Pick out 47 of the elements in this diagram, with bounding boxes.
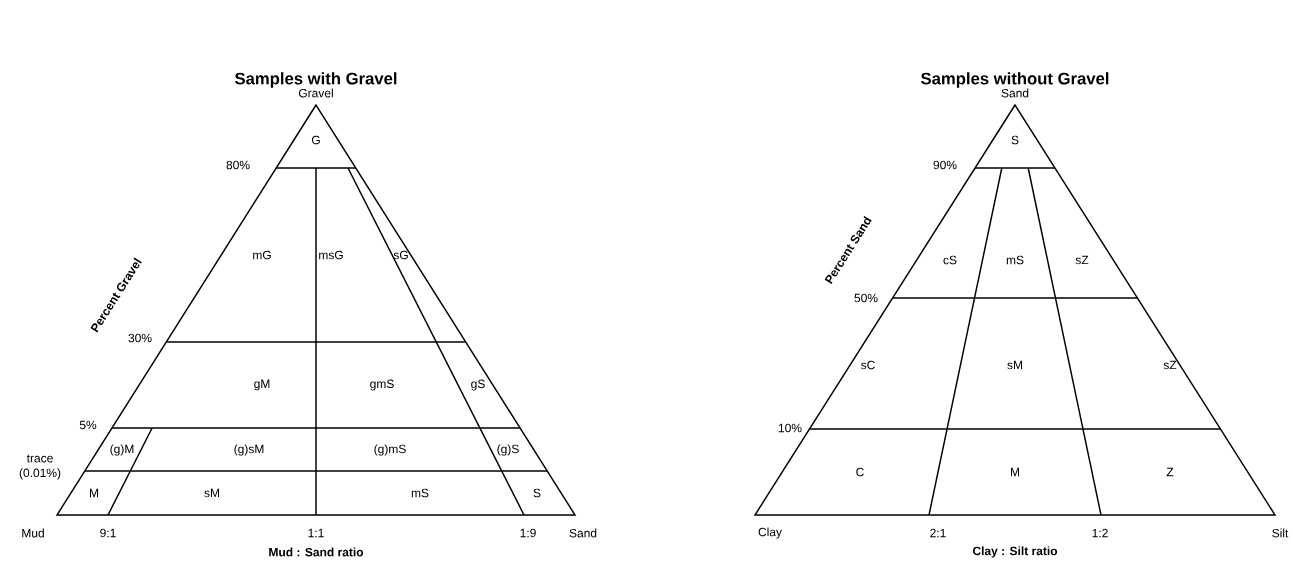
region-label: (g)S	[497, 444, 519, 456]
region-label: mS	[411, 488, 429, 498]
region-label: S	[533, 488, 541, 498]
percent-label: 80%	[226, 160, 250, 170]
region-label: (g)M	[110, 444, 134, 456]
ratio-label: 9:1	[100, 528, 116, 538]
region-label: M	[90, 488, 98, 498]
region-label: msG	[319, 250, 343, 260]
ratio-label: 2:1	[930, 528, 946, 538]
region-label: mG	[253, 250, 271, 260]
region-label: cS	[943, 255, 957, 265]
region-label: mS	[1006, 255, 1024, 265]
region-label: gM	[254, 379, 270, 391]
region-label: sC	[861, 360, 875, 370]
axis-title: Mud : Sand ratio	[269, 547, 364, 557]
region-label: G	[311, 135, 320, 145]
region-label: gS	[471, 379, 485, 391]
region-label: gmS	[370, 379, 394, 391]
region-label: S	[1011, 135, 1019, 145]
vertex-label: Silt	[1272, 528, 1289, 538]
ratio-label: 1:2	[1092, 528, 1108, 538]
percent-label: 10%	[778, 423, 802, 433]
region-label: Z	[1166, 467, 1174, 477]
region-label: (g)mS	[374, 444, 406, 456]
region-label: (g)sM	[234, 444, 264, 456]
region-label: sZ	[1163, 360, 1177, 370]
vertex-label: Gravel	[298, 88, 333, 98]
axis-title: Clay : Silt ratio	[972, 546, 1058, 558]
chart-title: Samples without Gravel	[921, 72, 1109, 88]
vertex-label: Mud	[22, 528, 44, 538]
percent-label: 5%	[79, 420, 97, 430]
vertex-label: Sand	[1001, 88, 1029, 98]
ratio-label: 1:1	[308, 528, 324, 538]
ratio-label: 1:9	[520, 528, 536, 538]
region-label: sG	[393, 250, 408, 260]
percent-label: 50%	[854, 293, 878, 303]
region-label: sZ	[1075, 255, 1089, 265]
percent-label: 30%	[128, 333, 152, 343]
chart-title: Samples with Gravel	[234, 72, 397, 88]
vertex-label: Sand	[569, 528, 597, 538]
region-label: sM	[204, 488, 219, 498]
region-label: C	[856, 467, 864, 477]
vertex-label: Clay	[758, 527, 782, 539]
region-label: sM	[1007, 360, 1022, 370]
region-label: M	[1011, 467, 1019, 477]
percent-label: trace (0.01%)	[19, 454, 61, 480]
percent-label: 90%	[933, 160, 957, 170]
